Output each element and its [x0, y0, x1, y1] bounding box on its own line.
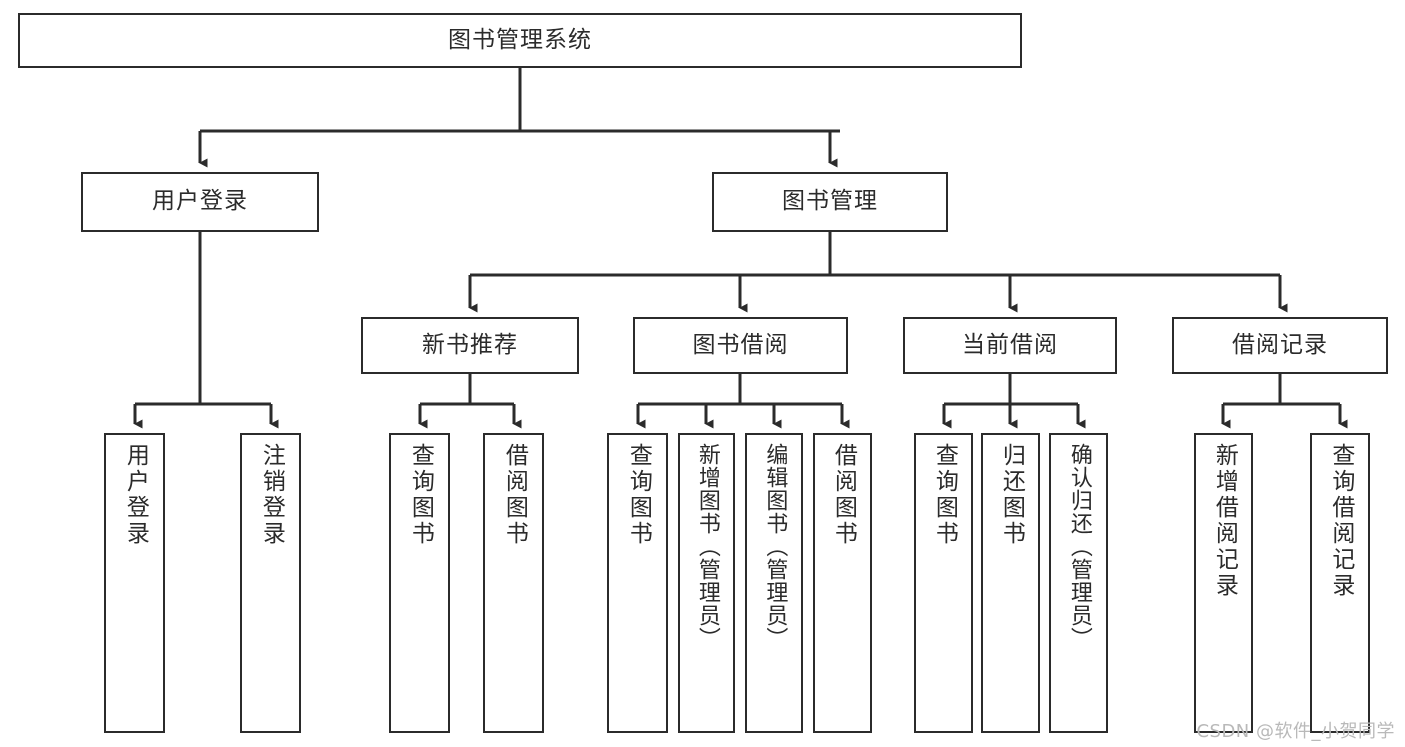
node-borrow-record[interactable]: 借阅记录	[1172, 317, 1388, 374]
leaf-add-book-admin[interactable]: 新增图书（管理员）	[678, 433, 735, 733]
leaf-borrow-book[interactable]: 借阅图书	[813, 433, 872, 733]
leaf-return-book-label: 归还图书	[998, 443, 1025, 547]
leaf-query-book-recommendation[interactable]: 查询图书	[389, 433, 450, 733]
leaf-borrow-book-recommendation[interactable]: 借阅图书	[483, 433, 544, 733]
leaf-add-book-admin-label: 新增图书（管理员）	[694, 443, 720, 650]
node-book-management[interactable]: 图书管理	[712, 172, 948, 232]
leaf-borrow-book-label: 借阅图书	[830, 443, 857, 547]
node-user-login[interactable]: 用户登录	[81, 172, 319, 232]
node-user-login-label: 用户登录	[152, 188, 248, 215]
node-current-borrow[interactable]: 当前借阅	[903, 317, 1117, 374]
leaf-query-borrow-record-label: 查询借阅记录	[1327, 443, 1354, 599]
leaf-query-book-current-label: 查询图书	[931, 443, 958, 547]
leaf-user-login[interactable]: 用户登录	[104, 433, 165, 733]
watermark: CSDN @软件_小贺同学	[1196, 721, 1395, 742]
node-new-book-recommendation[interactable]: 新书推荐	[361, 317, 579, 374]
node-borrow-record-label: 借阅记录	[1232, 331, 1328, 358]
leaf-logout-label: 注销登录	[258, 443, 285, 547]
node-book-management-label: 图书管理	[782, 188, 878, 215]
leaf-edit-book-admin-label: 编辑图书（管理员）	[762, 443, 788, 650]
node-current-borrow-label: 当前借阅	[962, 331, 1058, 358]
leaf-borrow-book-recommendation-label: 借阅图书	[501, 443, 528, 547]
leaf-query-book-current[interactable]: 查询图书	[914, 433, 973, 733]
node-book-borrow-label: 图书借阅	[692, 331, 789, 358]
leaf-confirm-return-admin-label: 确认归还（管理员）	[1066, 443, 1092, 650]
leaf-query-borrow-record[interactable]: 查询借阅记录	[1310, 433, 1370, 733]
leaf-query-book-borrow-label: 查询图书	[625, 443, 652, 547]
node-root-label: 图书管理系统	[448, 26, 592, 53]
leaf-query-book-recommendation-label: 查询图书	[407, 443, 434, 547]
node-root[interactable]: 图书管理系统	[18, 13, 1022, 68]
node-book-borrow[interactable]: 图书借阅	[633, 317, 848, 374]
leaf-user-login-label: 用户登录	[122, 443, 149, 547]
leaf-add-borrow-record[interactable]: 新增借阅记录	[1194, 433, 1253, 733]
leaf-add-borrow-record-label: 新增借阅记录	[1211, 443, 1238, 599]
leaf-confirm-return-admin[interactable]: 确认归还（管理员）	[1049, 433, 1108, 733]
node-new-book-recommendation-label: 新书推荐	[422, 331, 518, 358]
leaf-logout[interactable]: 注销登录	[240, 433, 301, 733]
leaf-query-book-borrow[interactable]: 查询图书	[607, 433, 668, 733]
leaf-return-book[interactable]: 归还图书	[981, 433, 1040, 733]
leaf-edit-book-admin[interactable]: 编辑图书（管理员）	[745, 433, 803, 733]
